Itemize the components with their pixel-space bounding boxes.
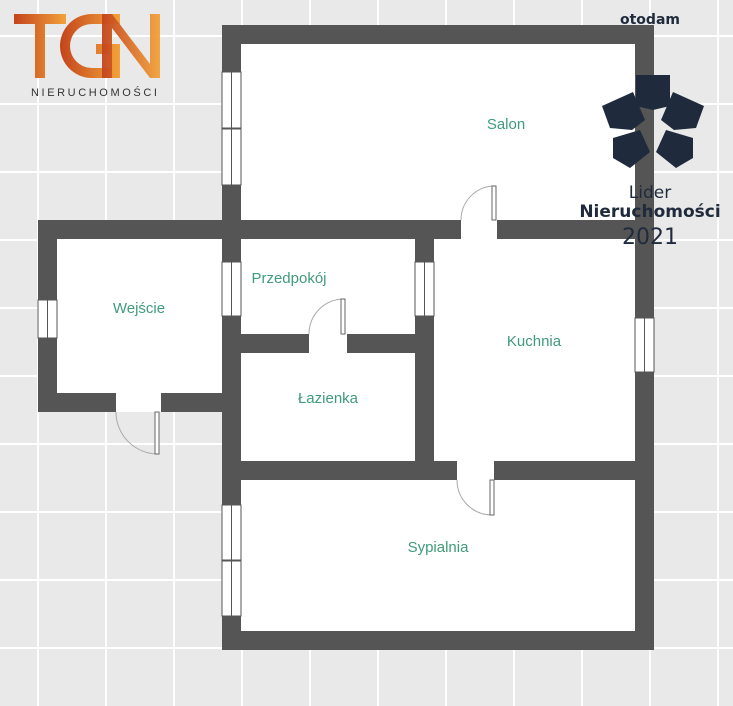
label-sypialnia: Sypialnia <box>408 539 470 556</box>
door-swing-sypialnia <box>456 479 493 516</box>
award-site: otodam <box>620 12 680 28</box>
door-leaf-wejscie <box>154 411 160 455</box>
door-swing-salon <box>460 185 496 221</box>
label-salon: Salon <box>487 116 525 133</box>
doors <box>115 185 497 516</box>
door-opening-sypialnia <box>457 461 494 480</box>
door-opening-salon <box>461 220 497 239</box>
door-leaf-sypialnia <box>489 479 495 516</box>
room-salon <box>241 44 635 220</box>
award-line1: Lider <box>629 183 671 203</box>
door-leaf-salon <box>491 185 497 221</box>
logo-letter-g <box>60 14 120 78</box>
door-swing-wejscie <box>115 411 159 455</box>
room-kuchnia <box>434 239 635 461</box>
room-lazienka <box>241 353 415 461</box>
logo-letter-n <box>102 14 160 78</box>
room-przedpokoj <box>241 239 415 334</box>
award-line2: Nieruchomości <box>579 202 720 222</box>
floors <box>57 44 635 631</box>
brand-subtitle: NIERUCHOMOŚCI <box>31 86 160 99</box>
star-pentagon-icon <box>602 75 704 168</box>
door-opening-wejscie <box>116 393 161 412</box>
door-leaf-przedpokoj <box>340 298 346 335</box>
award-badge: otodam Lider Nieruchomości 2021 <box>579 12 720 250</box>
brand-logo: NIERUCHOMOŚCI <box>14 14 160 99</box>
label-przedpokoj: Przedpokój <box>251 270 326 287</box>
door-opening-przedpokoj <box>309 334 347 353</box>
logo-letter-t <box>14 14 66 78</box>
room-sypialnia <box>241 480 635 631</box>
label-lazienka: Łazienka <box>298 390 359 407</box>
label-wejscie: Wejście <box>113 300 165 317</box>
windows <box>37 71 655 617</box>
door-swing-przedpokoj <box>308 298 345 335</box>
label-kuchnia: Kuchnia <box>507 333 562 350</box>
room-wejscie <box>57 239 222 393</box>
award-year: 2021 <box>622 225 678 250</box>
